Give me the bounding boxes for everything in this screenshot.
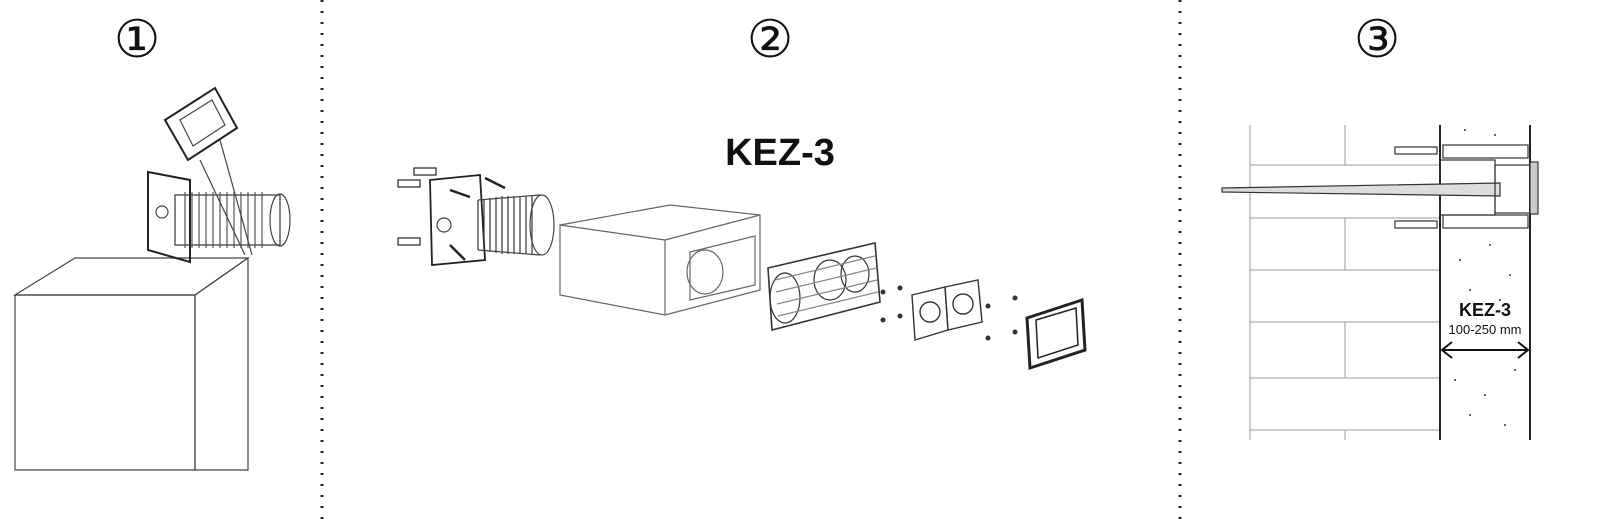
step-1-number: ① <box>113 10 161 70</box>
mounting-box <box>559 204 761 316</box>
step-3-number: ③ <box>1353 10 1401 70</box>
insulation-layer <box>1439 125 1531 440</box>
cover-frame <box>1025 297 1087 371</box>
duct-section <box>1221 146 1539 229</box>
duct-with-flange <box>147 170 291 264</box>
thickness-arrow <box>1440 341 1530 359</box>
mounting-plate <box>767 242 881 332</box>
anchors-and-screws <box>397 167 506 261</box>
grille <box>163 86 253 256</box>
flange-duct <box>429 174 555 266</box>
wall-block <box>12 256 250 471</box>
wall-thickness-label: 100-250 mm <box>1448 322 1522 337</box>
brick-wall <box>1249 125 1440 440</box>
product-title: KEZ-3 <box>725 132 835 174</box>
step-2-number: ② <box>746 10 794 70</box>
screws <box>880 285 1018 341</box>
section-product-label: KEZ-3 <box>1458 300 1511 320</box>
socket-inserts <box>911 279 983 341</box>
